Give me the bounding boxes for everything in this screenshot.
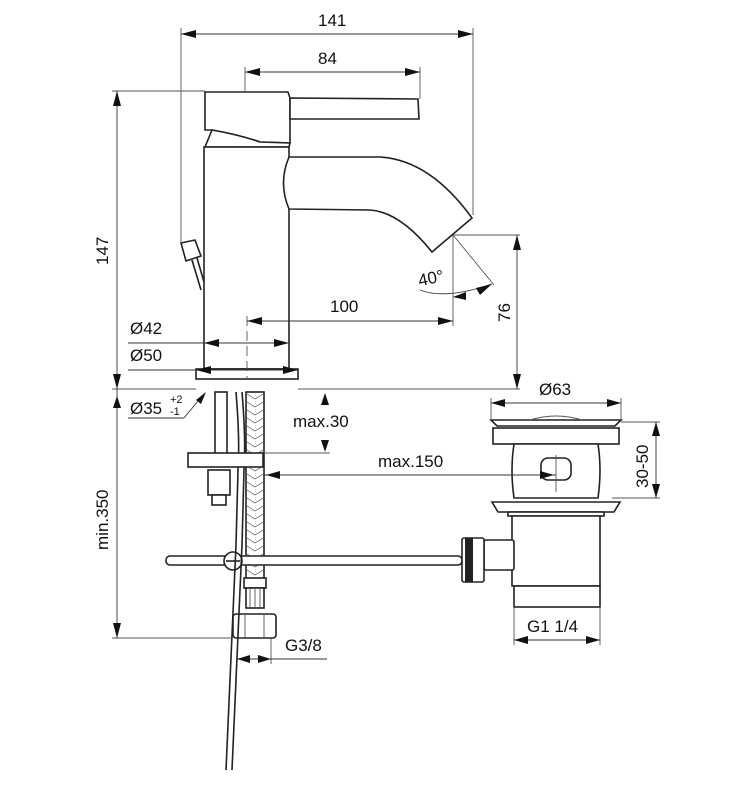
tol-minus: -1 [170, 406, 180, 418]
popup-knob [180, 239, 205, 291]
dim-100: 100 [247, 235, 454, 326]
dim-label-g38: G3/8 [285, 636, 322, 655]
dim-label-max150: max.150 [378, 452, 443, 471]
faucet [180, 91, 474, 380]
dim-label-d42: Ø42 [130, 319, 162, 338]
dim-76: 76 [453, 234, 521, 389]
dim-30-50: 30-50 [612, 421, 660, 499]
dim-g38: G3/8 [237, 636, 327, 664]
dim-max30: max.30 [264, 393, 349, 454]
waste-thread [513, 585, 601, 608]
dim-d50: Ø50 [128, 346, 298, 374]
under-deck [165, 391, 463, 771]
stud [214, 391, 228, 455]
dim-g114: G1 1/4 [513, 607, 601, 645]
dim-max150: max.150 [264, 452, 556, 479]
lever-arm [289, 97, 420, 120]
dim-label-30-50: 30-50 [633, 445, 652, 488]
fixing-plate [187, 452, 264, 468]
dim-label-max30: max.30 [293, 412, 349, 431]
popup-rod [165, 555, 463, 566]
dim-label-100: 100 [330, 297, 358, 316]
waste [461, 415, 623, 608]
dim-84: 84 [244, 49, 421, 99]
waste-flange [492, 427, 620, 445]
dim-label-76: 76 [495, 303, 514, 322]
dim-label-angle: 40° [416, 266, 445, 290]
waste-cap [489, 419, 623, 427]
dim-141: 141 [180, 11, 474, 243]
dim-147: 147 [93, 90, 205, 390]
dim-label-g114: G1 1/4 [527, 617, 578, 636]
dim-label-141: 141 [318, 11, 346, 30]
fixing-nut [207, 469, 231, 496]
dim-label-min350: min.350 [93, 490, 112, 550]
dim-angle-40: 40° [416, 234, 495, 300]
dim-d42: Ø42 [128, 319, 289, 347]
dim-label-d63: Ø63 [539, 380, 571, 399]
waste-tail [511, 515, 601, 587]
spout [282, 156, 474, 254]
dim-label-147: 147 [93, 237, 112, 265]
dim-d63: Ø63 [490, 380, 622, 420]
dim-label-d35: Ø35 [130, 399, 162, 418]
lever-neck [203, 129, 292, 148]
dim-label-d50: Ø50 [130, 346, 162, 365]
tol-plus: +2 [170, 394, 183, 406]
faucet-body [203, 146, 290, 370]
dim-label-84: 84 [318, 49, 337, 68]
dim-min350: min.350 [93, 389, 232, 639]
dim-d35: Ø35 +2 -1 [128, 392, 206, 419]
braided-hose [245, 391, 265, 581]
